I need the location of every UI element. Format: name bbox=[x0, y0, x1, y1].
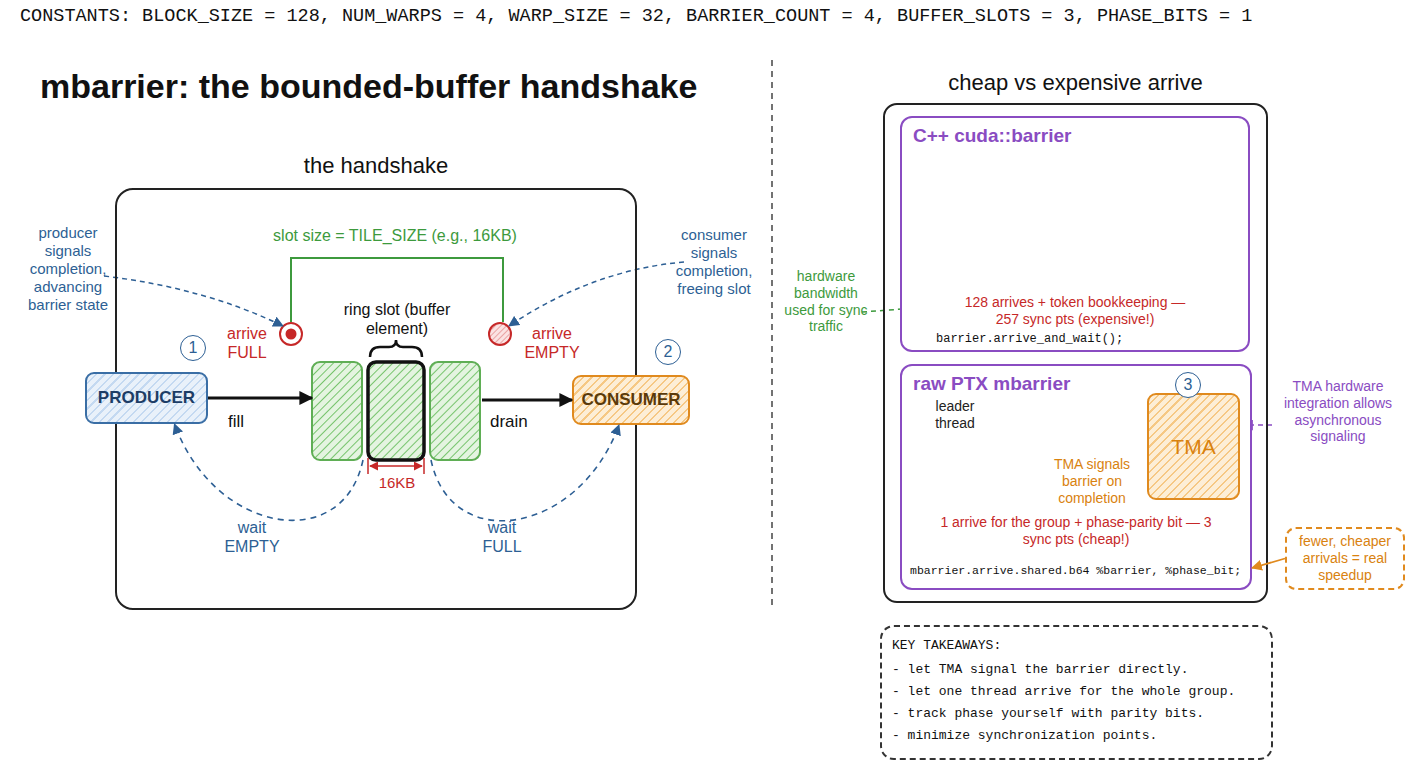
node-heading: TMA bbox=[1149, 395, 1238, 498]
callout-number: 2 bbox=[655, 339, 681, 365]
signal-label: TMA signals barrier on completion bbox=[1040, 456, 1144, 506]
dimension-tick bbox=[367, 458, 369, 474]
edge-label: drain bbox=[490, 412, 528, 432]
node-heading: the handshake bbox=[117, 153, 635, 179]
node-heading: cheap vs expensive arrive bbox=[885, 70, 1266, 96]
connector bbox=[482, 399, 572, 402]
node-heading: PRODUCER bbox=[87, 374, 206, 422]
leader-line bbox=[104, 276, 283, 326]
ring-slot bbox=[312, 362, 362, 460]
dimension-line bbox=[370, 465, 422, 467]
signal-label: arrive FULL bbox=[216, 324, 278, 362]
connector bbox=[175, 424, 364, 520]
tma-box: TMA bbox=[1147, 393, 1240, 500]
handshake-panel: the handshakePRODUCERring slot (buffer e… bbox=[115, 188, 637, 610]
node-text: barrier.arrive_and_wait(); bbox=[936, 332, 1123, 346]
constants-line: CONSTANTS: BLOCK_SIZE = 128, NUM_WARPS =… bbox=[20, 6, 1252, 28]
callout-number: 3 bbox=[1175, 372, 1201, 398]
ring-buffer: ring slot (buffer element) bbox=[312, 362, 482, 460]
ring-slot bbox=[368, 362, 424, 460]
slot-brace bbox=[370, 340, 422, 357]
takeaways-box: KEY TAKEAWAYS: - let TMA signal the barri… bbox=[880, 625, 1273, 760]
connector bbox=[208, 397, 312, 400]
annotation: TMA hardware integration allows asynchro… bbox=[1272, 378, 1404, 445]
connector bbox=[431, 425, 619, 521]
node-heading: KEY TAKEAWAYS: bbox=[892, 638, 1001, 654]
leader-line bbox=[509, 262, 684, 326]
edge-label: wait FULL bbox=[472, 518, 532, 556]
annotation: hardware bandwidth used for sync traffic bbox=[778, 268, 874, 335]
arrive-full-dot bbox=[286, 329, 297, 340]
comparison-panel: cheap vs expensive arriveC++ cuda::barri… bbox=[883, 103, 1268, 603]
node-text: - minimize synchronization points. bbox=[892, 728, 1157, 744]
cuda-barrier-box: C++ cuda::barrier128 arrives + token boo… bbox=[900, 116, 1250, 352]
signal-label: arrive EMPTY bbox=[520, 324, 584, 362]
node-text: - let TMA signal the barrier directly. bbox=[892, 662, 1188, 678]
dimension-label: 16KB bbox=[372, 474, 422, 492]
node-heading: C++ cuda::barrier bbox=[913, 125, 1071, 148]
connector bbox=[1252, 559, 1285, 569]
annotation: producer signals completion, advancing b… bbox=[16, 224, 120, 314]
node-text: - let one thread arrive for the whole gr… bbox=[892, 684, 1235, 700]
dimension-tick bbox=[423, 458, 425, 474]
consumer-box: CONSUMER bbox=[572, 375, 690, 425]
annotation: consumer signals completion, freeing slo… bbox=[660, 226, 768, 298]
node-text: 1 arrive for the group + phase-parity bi… bbox=[926, 514, 1226, 548]
edge-label: fill bbox=[228, 412, 244, 432]
producer-box: PRODUCER bbox=[85, 372, 208, 424]
arrive-full-marker bbox=[280, 323, 302, 345]
node-heading: ring slot (buffer element) bbox=[336, 300, 458, 338]
node-text: 128 arrives + token bookkeeping — 257 sy… bbox=[959, 294, 1191, 328]
edge-label: wait EMPTY bbox=[212, 518, 292, 556]
node-heading: fewer, cheaper arrivals = real speedup bbox=[1287, 529, 1403, 588]
dimension-label: slot size = TILE_SIZE (e.g., 16KB) bbox=[240, 226, 550, 245]
callout-number: 1 bbox=[180, 335, 206, 361]
node-text: - track phase yourself with parity bits. bbox=[892, 706, 1204, 722]
figure-label: leader thread bbox=[924, 398, 986, 432]
node-text: mbarrier.arrive.shared.b64 %barrier, %ph… bbox=[910, 564, 1241, 578]
node-heading: CONSUMER bbox=[574, 377, 688, 423]
diagram-title: mbarrier: the bounded-buffer handshake bbox=[40, 66, 697, 107]
speedup-note: fewer, cheaper arrivals = real speedup bbox=[1285, 527, 1405, 590]
node-heading: raw PTX mbarrier bbox=[913, 373, 1070, 396]
ring-slot bbox=[430, 362, 480, 460]
divider-line bbox=[771, 60, 773, 605]
arrive-empty-marker bbox=[489, 323, 511, 345]
